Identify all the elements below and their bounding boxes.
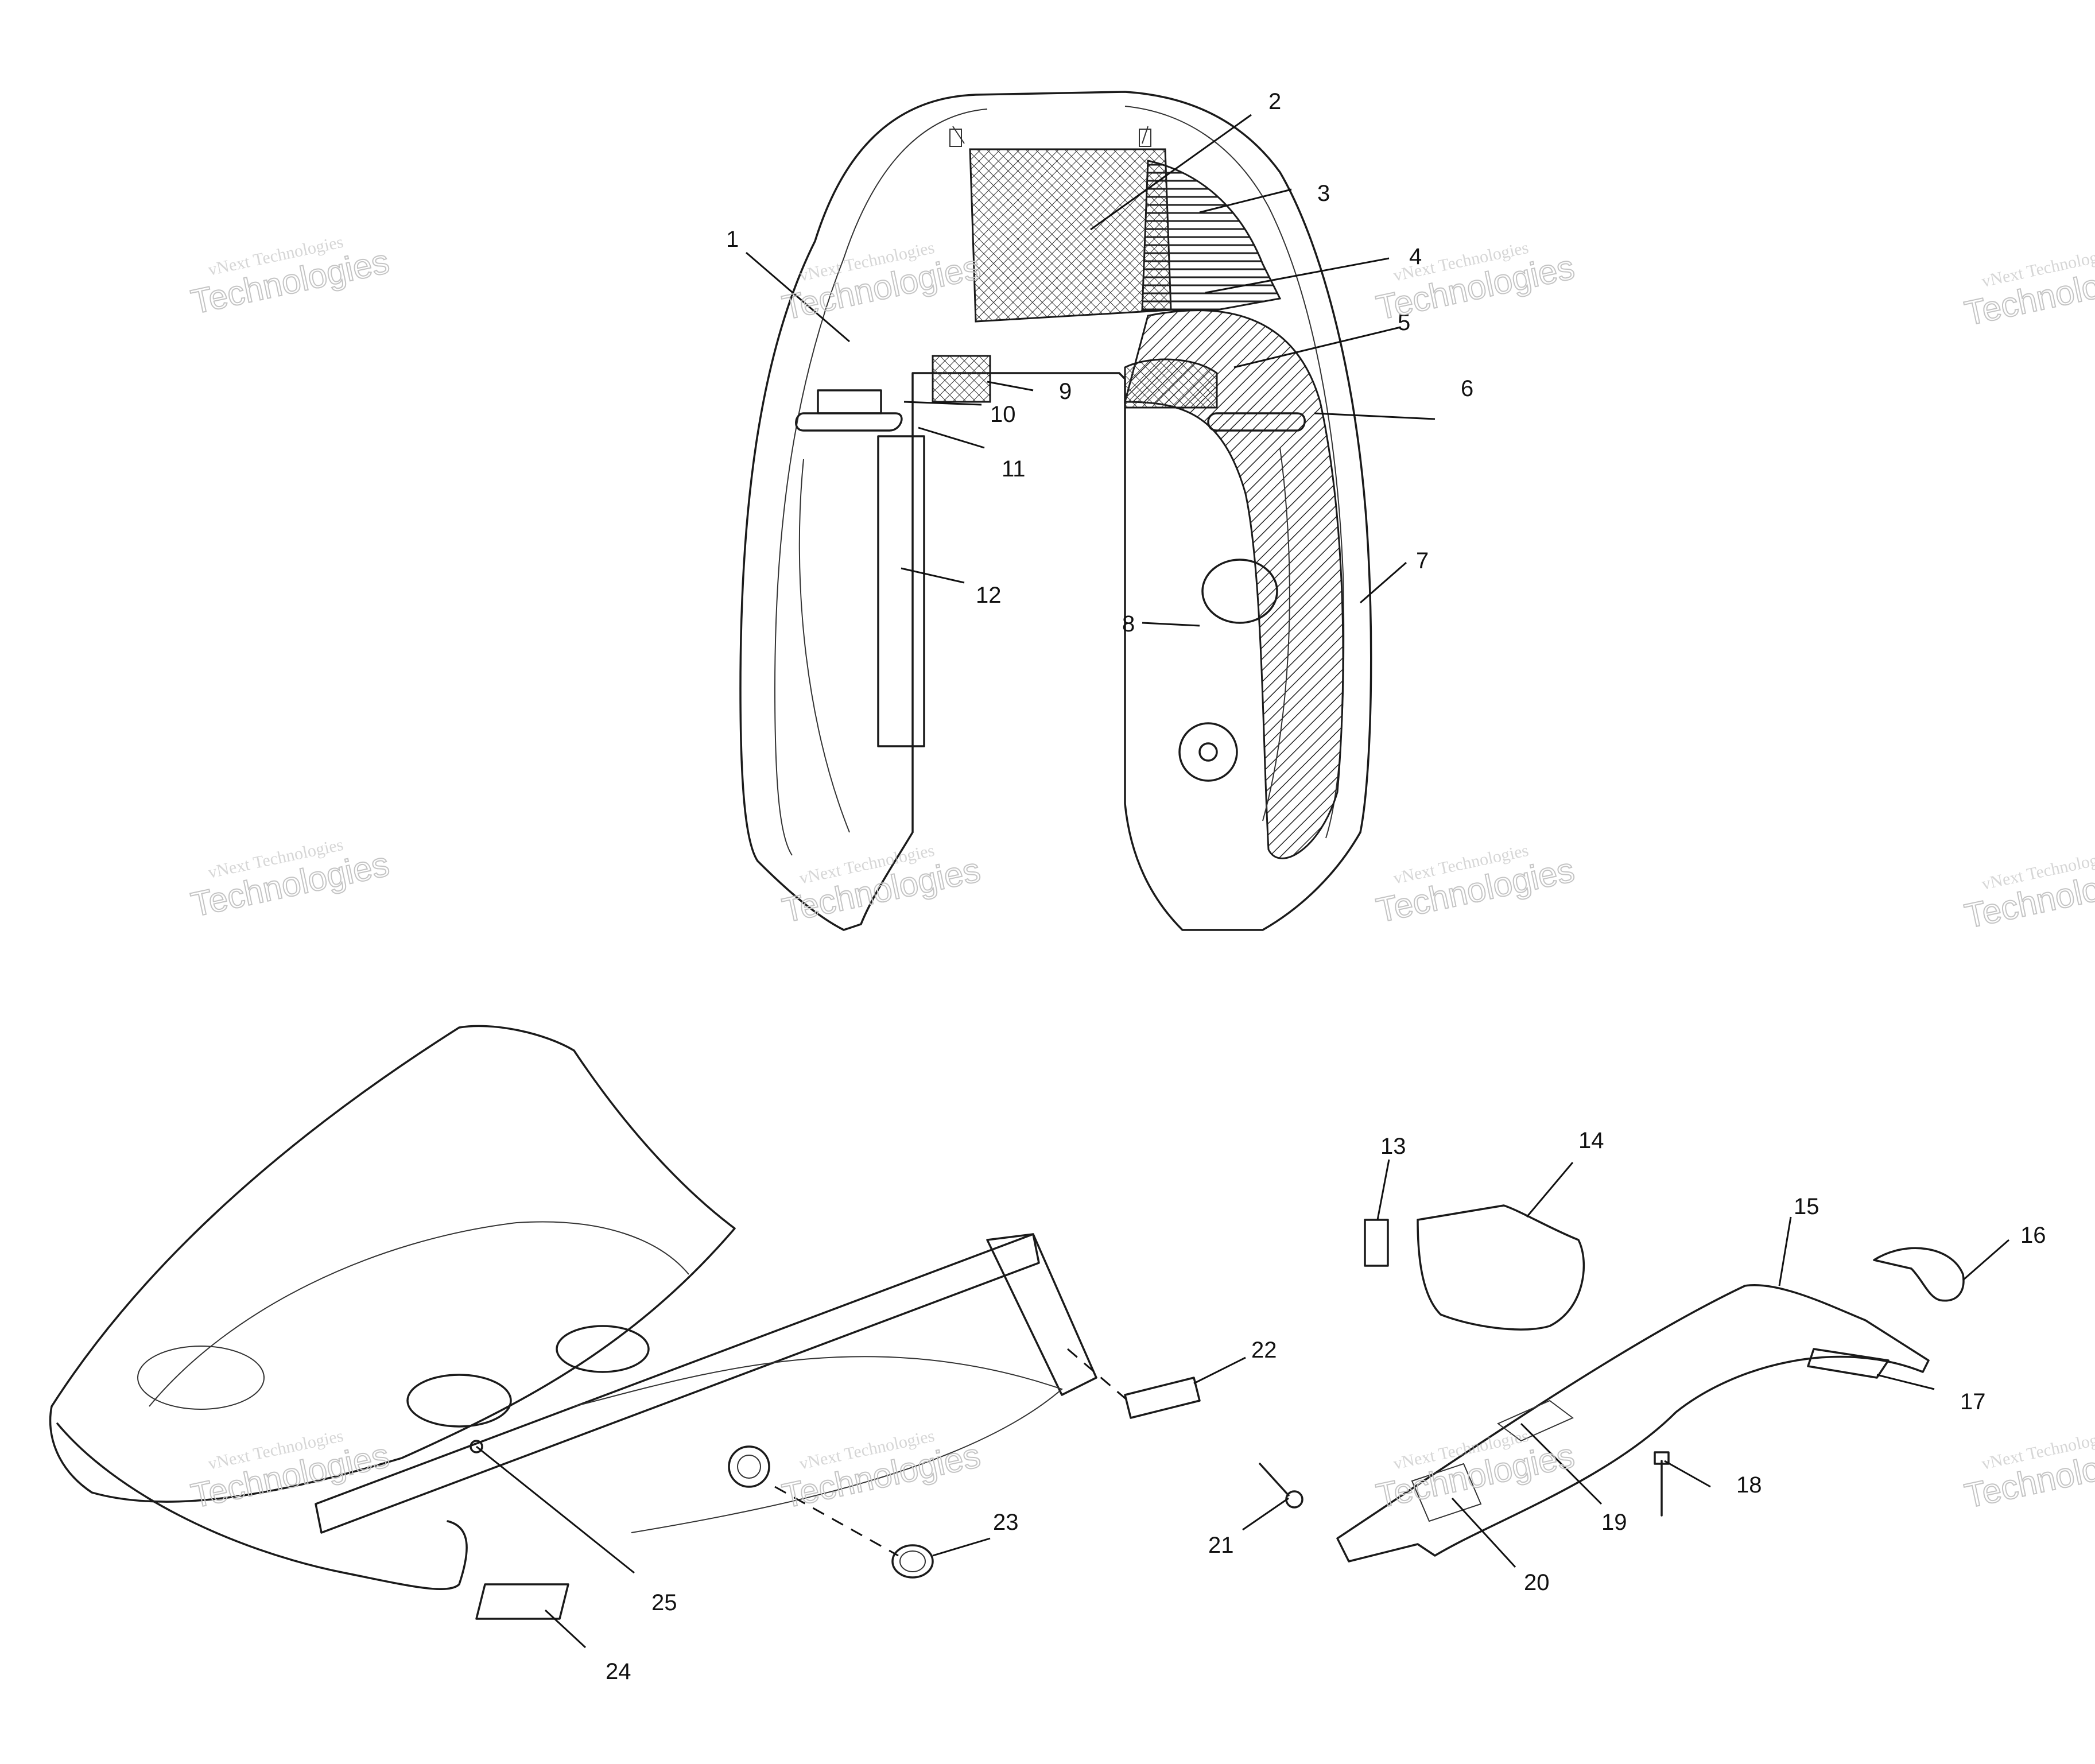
callout-21: 21 [1208,1533,1234,1558]
watermarks: vNext Technologies Technologies vNext Te… [187,232,2095,1516]
callout-8: 8 [1122,611,1135,637]
callout-22: 22 [1251,1337,1277,1363]
callout-20: 20 [1524,1570,1550,1595]
hood-top-view [739,91,1372,931]
callout-18: 18 [1736,1472,1762,1498]
callout-6: 6 [1461,376,1473,401]
part-25 [470,1440,483,1453]
callout-5: 5 [1398,310,1410,335]
part-16 [1873,1247,1965,1302]
callout-3: 3 [1317,181,1330,206]
part-13 [1364,1219,1389,1267]
part-18-rivet [1654,1451,1670,1517]
callout-16: 16 [2020,1223,2046,1248]
callout-13: 13 [1380,1134,1406,1159]
part-15 [1336,1284,1930,1563]
part-23-plug [891,1544,934,1579]
callout-7: 7 [1416,548,1429,573]
callout-4: 4 [1409,244,1422,269]
callout-23: 23 [993,1510,1019,1535]
callout-15: 15 [1794,1194,1819,1219]
leader-lines [476,114,2009,1649]
callout-19: 19 [1601,1510,1627,1535]
callout-2: 2 [1268,89,1281,114]
callout-12: 12 [976,583,1002,608]
part-21-rivet [1259,1463,1303,1509]
callout-17: 17 [1960,1389,1986,1414]
callout-14: 14 [1578,1128,1604,1153]
callout-25: 25 [651,1590,677,1615]
callout-labels: 1 2 3 4 5 6 7 8 9 10 11 12 13 14 15 16 1… [606,89,2046,1684]
part-24 [475,1583,569,1620]
callout-11: 11 [1002,456,1026,482]
callout-9: 9 [1059,379,1072,404]
hood-side-view [49,1025,1097,1590]
callout-10: 10 [990,402,1016,427]
part-22 [1124,1377,1201,1419]
callout-24: 24 [606,1659,631,1684]
part-17 [1807,1348,1890,1379]
part-14 [1417,1204,1585,1331]
callout-1: 1 [726,227,739,252]
